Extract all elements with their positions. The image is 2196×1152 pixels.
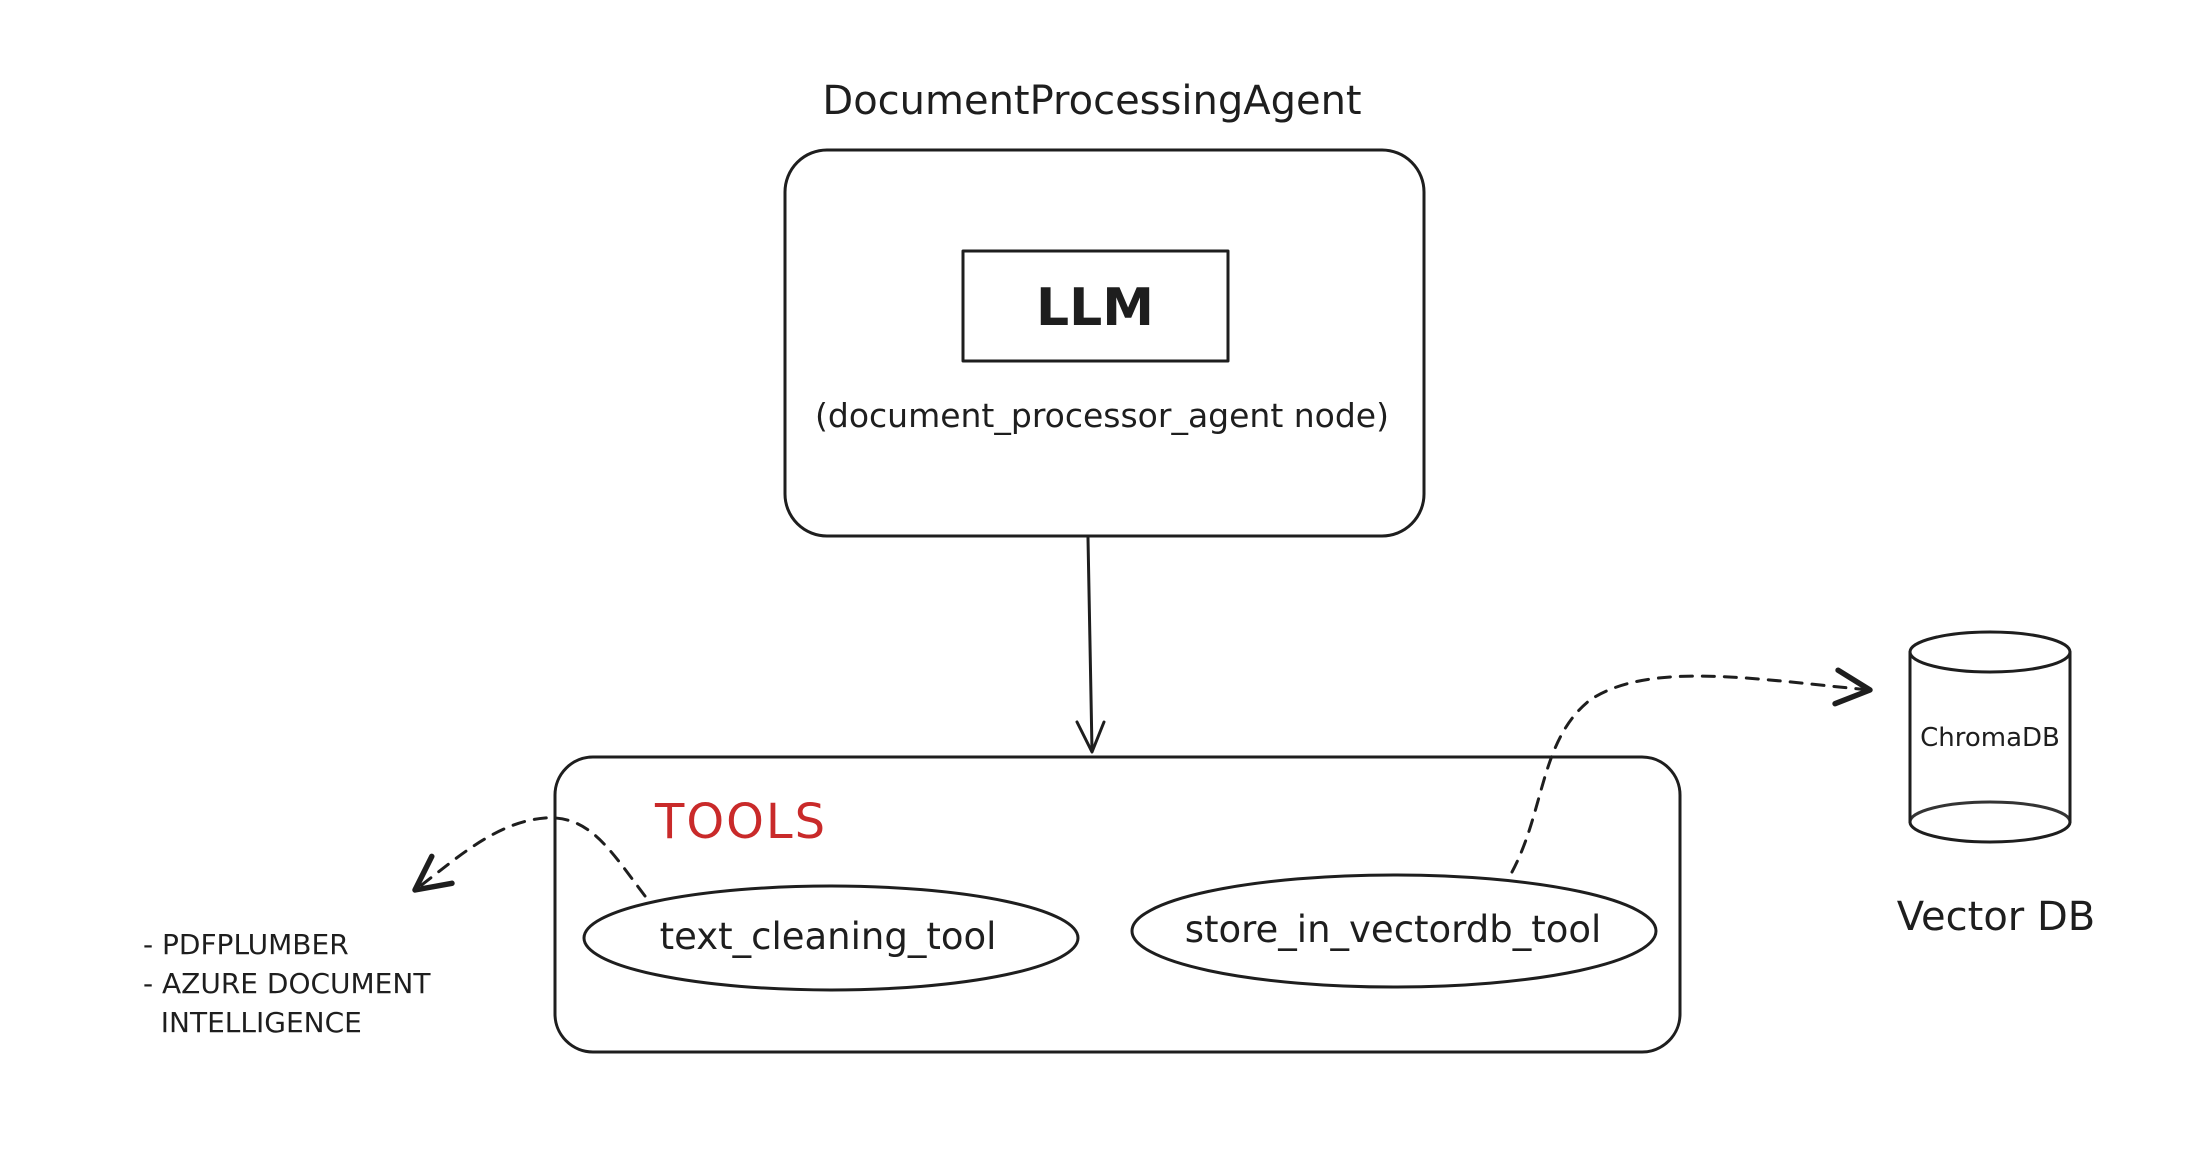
database-cylinder-icon[interactable] xyxy=(1908,630,2072,844)
cleaning-to-parsers-arrow xyxy=(412,816,647,898)
chromadb-label: ChromaDB xyxy=(1920,723,2060,753)
llm-box[interactable] xyxy=(961,249,1230,363)
tools-title: TOOLS xyxy=(654,794,827,850)
agent-node-label: (document_processor_agent node) xyxy=(815,396,1389,435)
agent-title: DocumentProcessingAgent xyxy=(822,78,1361,124)
vector-db-caption: Vector DB xyxy=(1897,894,2095,940)
store-in-vectordb-tool-node[interactable] xyxy=(1130,873,1658,989)
store-in-vectordb-tool-label: store_in_vectordb_tool xyxy=(1185,908,1602,951)
agent-to-tools-arrow xyxy=(1086,536,1094,752)
parser-item-intelligence: INTELLIGENCE xyxy=(143,1006,362,1039)
tools-container[interactable] xyxy=(553,755,1682,1054)
parser-item-pdfplumber: - PDFPLUMBER xyxy=(143,928,349,961)
text-cleaning-tool-node[interactable] xyxy=(582,884,1080,992)
parser-item-azure: - AZURE DOCUMENT xyxy=(143,967,431,1000)
agent-to-tools-arrowhead xyxy=(1075,720,1106,754)
agent-container[interactable] xyxy=(783,148,1426,538)
vectordb-tool-to-chroma-arrow xyxy=(1510,667,1873,874)
llm-label: LLM xyxy=(1036,278,1154,338)
text-cleaning-tool-label: text_cleaning_tool xyxy=(660,915,997,958)
